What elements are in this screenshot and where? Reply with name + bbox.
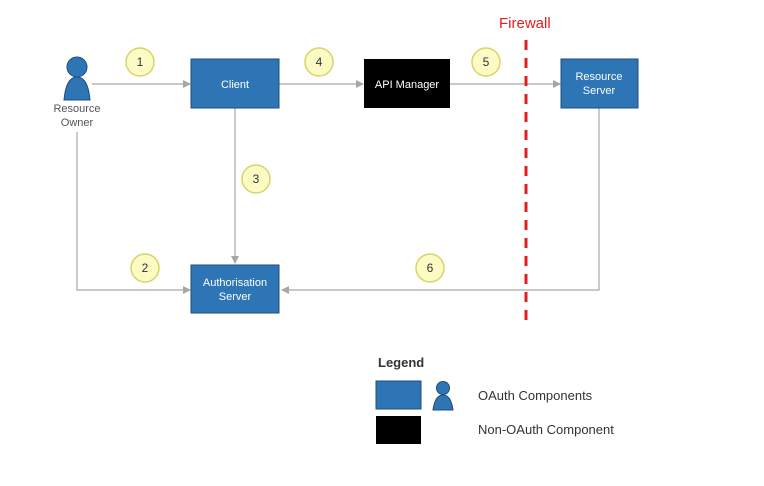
step-badge-5: 5 [471, 47, 501, 77]
firewall-label: Firewall [499, 15, 551, 32]
step-badge-4: 4 [304, 47, 334, 77]
step-badge-1-label: 1 [137, 55, 144, 69]
legend-title: Legend [378, 355, 424, 370]
resource-owner-label-line2: Owner [61, 117, 94, 129]
step-badges: 1 2 3 4 5 6 [125, 47, 501, 283]
api-manager-node: API Manager [364, 59, 450, 108]
step-badge-6-label: 6 [427, 261, 434, 275]
authorisation-server-label-line2: Server [219, 291, 252, 303]
legend-non-oauth-label: Non-OAuth Component [478, 422, 614, 437]
connector-owner-to-authorisation-server [76, 132, 191, 294]
connectors [76, 80, 600, 294]
resource-server-node: Resource Server [560, 58, 639, 109]
authorisation-server-node: Authorisation Server [190, 264, 280, 314]
connector-resource-server-to-authorisation-server [281, 108, 600, 294]
step-badge-5-label: 5 [483, 55, 490, 69]
resource-server-label-line1: Resource [575, 71, 622, 83]
legend-oauth-label: OAuth Components [478, 388, 593, 403]
step-badge-2: 2 [130, 253, 160, 283]
step-badge-3: 3 [241, 164, 271, 194]
api-manager-label: API Manager [375, 79, 440, 91]
authorisation-server-label-line1: Authorisation [203, 277, 267, 289]
step-badge-2-label: 2 [142, 261, 149, 275]
legend-oauth-swatch [375, 380, 422, 410]
step-badge-6: 6 [415, 253, 445, 283]
client-node: Client [190, 58, 280, 109]
resource-owner-label-line1: Resource [53, 103, 100, 115]
legend-non-oauth-swatch [376, 416, 421, 444]
legend-person-icon [432, 381, 454, 411]
resource-owner-node: Resource Owner [53, 56, 101, 129]
client-label: Client [221, 79, 249, 91]
step-badge-3-label: 3 [253, 172, 260, 186]
person-icon [63, 56, 91, 101]
resource-server-label-line2: Server [583, 85, 616, 97]
step-badge-1: 1 [125, 47, 155, 77]
legend: Legend OAuth Components Non-OAuth Compon… [375, 355, 614, 444]
step-badge-4-label: 4 [316, 55, 323, 69]
